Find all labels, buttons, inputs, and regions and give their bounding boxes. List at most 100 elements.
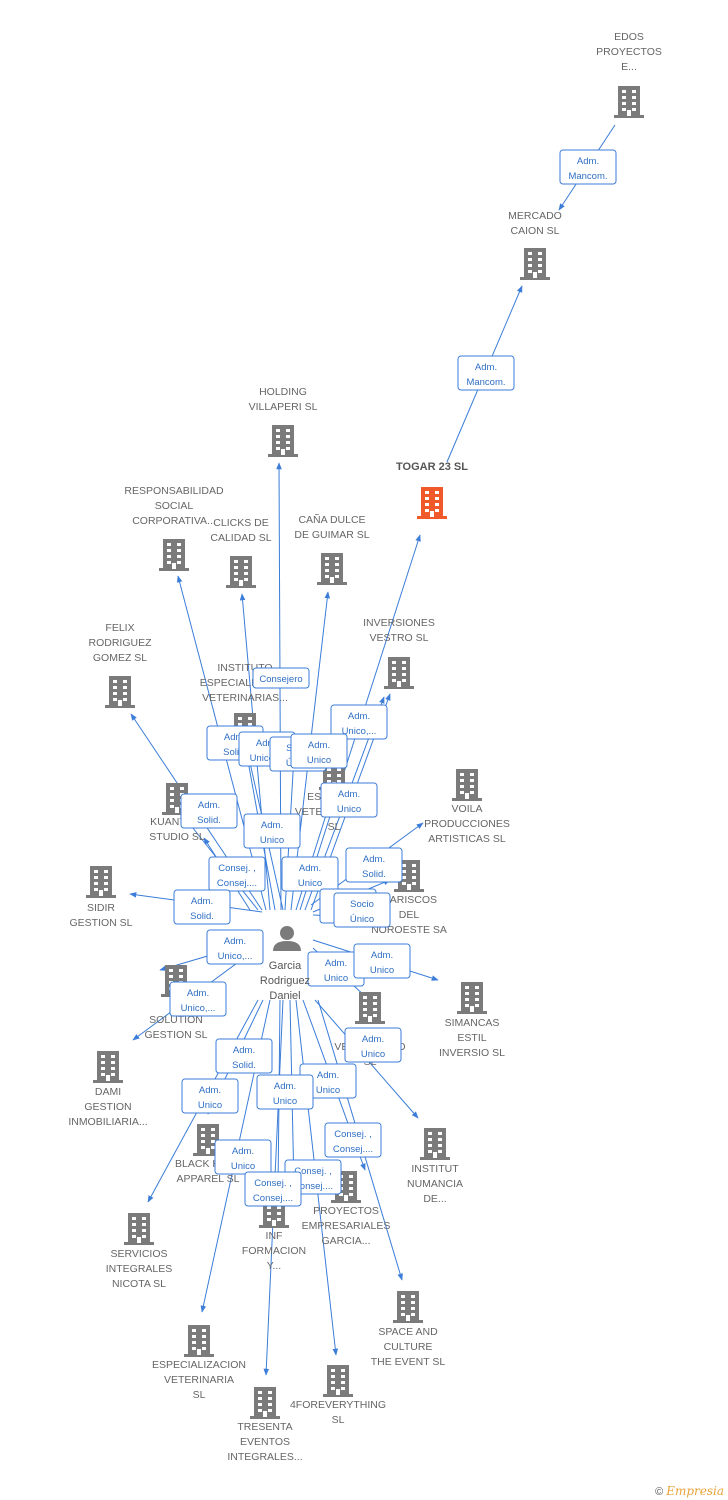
role-badge[interactable]: Adm.Solid.	[180, 793, 238, 829]
role-label: Unico	[324, 973, 348, 984]
company-node-edos[interactable]: EDOSPROYECTOSE...	[596, 31, 662, 118]
company-node-institut[interactable]: INSTITUTNUMANCIADE...	[407, 1128, 463, 1205]
role-badge[interactable]: Adm. Unico	[256, 1074, 314, 1110]
role-badge[interactable]: Adm.Unico	[299, 1063, 357, 1099]
company-node-responsabilidad[interactable]: RESPONSABILIDADSOCIALCORPORATIVA...	[124, 485, 224, 571]
role-label: Unico	[298, 878, 322, 889]
role-badge[interactable]: Adm.Unico	[214, 1139, 272, 1175]
role-label: Unico	[370, 965, 394, 976]
role-badge[interactable]: Adm. Unico	[320, 782, 378, 818]
company-node-sidir[interactable]: SIDIR GESTION SL	[69, 866, 133, 929]
role-badge-frame	[330, 704, 388, 740]
company-label: DE...	[423, 1193, 446, 1205]
role-badge-frame	[252, 667, 310, 689]
role-badge[interactable]: Consej. ,Consej....	[208, 856, 266, 892]
role-badge[interactable]: Adm.Mancom.	[559, 149, 617, 185]
role-badge-frame	[324, 1122, 382, 1158]
role-label: Unico	[273, 1096, 297, 1107]
company-node-tresenta[interactable]: TRESENTAEVENTOSINTEGRALES...	[227, 1387, 303, 1463]
person-label: Garcia	[269, 960, 302, 972]
role-badge[interactable]: Consejero	[252, 667, 310, 689]
role-label: Consej. ,	[294, 1166, 332, 1177]
company-node-inf[interactable]: INFFORMACIONY...	[242, 1196, 306, 1272]
role-label: Adm.	[233, 1045, 255, 1056]
company-label: MERCADO	[508, 210, 562, 222]
company-label: ESPECIALIZACION	[152, 1359, 246, 1371]
role-label: Unico	[337, 804, 361, 815]
company-label: CLICKS DE	[213, 517, 268, 529]
role-label: Solid.	[232, 1060, 256, 1071]
company-label: VILLAPERI SL	[249, 401, 318, 413]
role-badge[interactable]: Adm. Unico	[344, 1027, 402, 1063]
person-icon	[273, 926, 301, 951]
role-badge[interactable]: Adm.Unico	[290, 733, 348, 769]
role-badge[interactable]: Adm.Unico	[181, 1078, 239, 1114]
role-label: Adm.	[362, 1034, 384, 1045]
person-label: Rodriguez	[260, 975, 310, 987]
building-icon	[393, 1291, 423, 1323]
role-label: Adm.	[187, 988, 209, 999]
company-label: 4FOREVERYTHING	[290, 1399, 386, 1411]
role-badge[interactable]: Adm.Mancom.	[457, 355, 515, 391]
role-badge[interactable]: Adm.Solid.	[173, 889, 231, 925]
role-badge[interactable]: Adm.Unico	[353, 943, 411, 979]
role-label: Solid.	[223, 747, 247, 758]
role-label: Unico,...	[181, 1003, 216, 1014]
role-label: Consej....	[333, 1144, 373, 1155]
company-label: SIDIR	[87, 902, 115, 914]
role-badge-frame	[559, 149, 617, 185]
role-label: Adm.	[577, 156, 599, 167]
role-label: Solid.	[362, 869, 386, 880]
role-badge[interactable]: Consej. ,Consej....	[244, 1171, 302, 1207]
company-node-dami[interactable]: DAMIGESTIONINMOBILIARIA...	[68, 1051, 148, 1128]
role-badge[interactable]: Adm.Unico,...	[330, 704, 388, 740]
role-label: Adm.	[256, 738, 278, 749]
building-icon	[417, 487, 447, 519]
company-node-proyectos[interactable]: PROYECTOSEMPRESARIALESGARCIA...	[302, 1171, 391, 1247]
role-badge[interactable]: Adm. Solid.	[215, 1038, 273, 1074]
role-label: Mancom.	[466, 377, 505, 388]
company-label: THE EVENT SL	[371, 1356, 446, 1368]
role-label: Consej....	[253, 1193, 293, 1204]
footer-brand[interactable]: ©Empresia	[655, 1484, 724, 1498]
role-label: Unico	[361, 1049, 385, 1060]
role-label: Adm.	[338, 789, 360, 800]
company-label: INMOBILIARIA...	[68, 1116, 147, 1128]
role-label: Adm.	[325, 958, 347, 969]
company-label: CAÑA DULCE	[298, 513, 365, 526]
building-icon	[159, 539, 189, 571]
building-icon	[250, 1387, 280, 1419]
role-badge[interactable]: Adm.Unico,...	[206, 929, 264, 965]
role-badge[interactable]: Consej. ,Consej....	[324, 1122, 382, 1158]
role-label: Adm.	[274, 1081, 296, 1092]
role-badge[interactable]: Adm.Unico	[243, 813, 301, 849]
role-badge[interactable]: Adm.Solid.	[345, 847, 403, 883]
role-label: Adm.	[199, 1085, 221, 1096]
role-badge[interactable]: Adm.Unico	[281, 856, 339, 892]
role-badge[interactable]: Adm. Unico,...	[169, 981, 227, 1017]
role-label: Solid.	[197, 815, 221, 826]
company-label: GESTION SL	[69, 917, 132, 929]
company-node-togar[interactable]: TOGAR 23 SL	[396, 461, 468, 519]
copyright-symbol: ©	[655, 1486, 664, 1498]
building-icon	[452, 769, 482, 801]
company-label: INF	[266, 1230, 283, 1242]
company-node-dsolution[interactable]: DSOLUTIONGESTION SL	[144, 965, 208, 1041]
role-label: Unico,...	[342, 726, 377, 737]
company-label: INVERSIO SL	[439, 1047, 505, 1059]
